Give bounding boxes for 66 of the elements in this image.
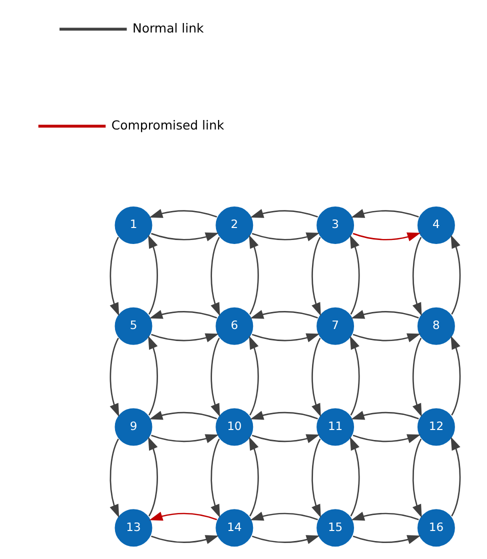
node-circle: 13 — [114, 508, 154, 548]
arrow — [149, 512, 218, 521]
arrow — [350, 436, 360, 516]
arrow — [352, 535, 421, 544]
node-circle: 12 — [416, 407, 456, 447]
arrow — [450, 336, 461, 416]
node-circle: 1 — [114, 206, 154, 245]
arrow — [249, 436, 259, 516]
node-circle: 8 — [416, 306, 456, 346]
arrow — [450, 234, 461, 315]
arrow — [151, 535, 219, 544]
arrow — [210, 338, 220, 417]
arrow — [148, 336, 158, 416]
node-circle: 4 — [416, 206, 456, 245]
node-circle: 16 — [416, 508, 456, 548]
arrow — [412, 236, 422, 316]
node-circle: 14 — [214, 508, 254, 548]
arrow — [151, 434, 219, 444]
node-circle: 9 — [114, 407, 154, 447]
arrow — [110, 236, 120, 316]
arrow — [151, 333, 219, 342]
arrow — [249, 336, 259, 416]
arrow — [312, 338, 321, 417]
arrow — [250, 209, 318, 218]
arrow — [148, 234, 158, 315]
node-circle: 3 — [316, 206, 355, 245]
arrow — [110, 338, 120, 417]
arrow — [252, 434, 320, 444]
arrow — [351, 410, 419, 420]
arrow — [312, 438, 321, 518]
arrow — [412, 438, 422, 518]
arrow — [252, 333, 320, 342]
node-circle: 11 — [316, 407, 355, 447]
node-circle: 10 — [214, 407, 254, 447]
arrow — [250, 410, 318, 420]
arrow — [350, 234, 360, 315]
arrow — [350, 336, 360, 416]
arrow — [250, 310, 318, 319]
arrow — [151, 232, 219, 242]
arrow — [252, 232, 320, 242]
node-circle: 5 — [114, 306, 154, 346]
legend-label: Compromised link — [111, 117, 224, 132]
legend-label: Normal link — [132, 20, 204, 36]
arrow — [149, 310, 218, 319]
arrow — [352, 333, 421, 342]
arrow — [149, 209, 218, 218]
arrow — [148, 436, 158, 516]
node-circle: 6 — [214, 306, 254, 346]
arrow — [352, 434, 421, 444]
arrow — [249, 234, 259, 315]
arrow — [250, 512, 318, 521]
arrow — [210, 438, 220, 518]
arrow — [352, 232, 421, 242]
node-circle: 2 — [214, 206, 254, 245]
arrow — [252, 535, 320, 544]
arrow — [149, 410, 218, 420]
arrow — [110, 438, 120, 518]
arrow — [412, 338, 422, 417]
arrow — [312, 236, 321, 316]
node-circle: 15 — [316, 508, 355, 548]
arrow — [351, 512, 419, 521]
arrow — [210, 236, 220, 316]
node-circle: 7 — [316, 306, 355, 346]
arrow — [351, 310, 419, 319]
arrow — [351, 209, 419, 218]
arrow — [450, 436, 461, 516]
